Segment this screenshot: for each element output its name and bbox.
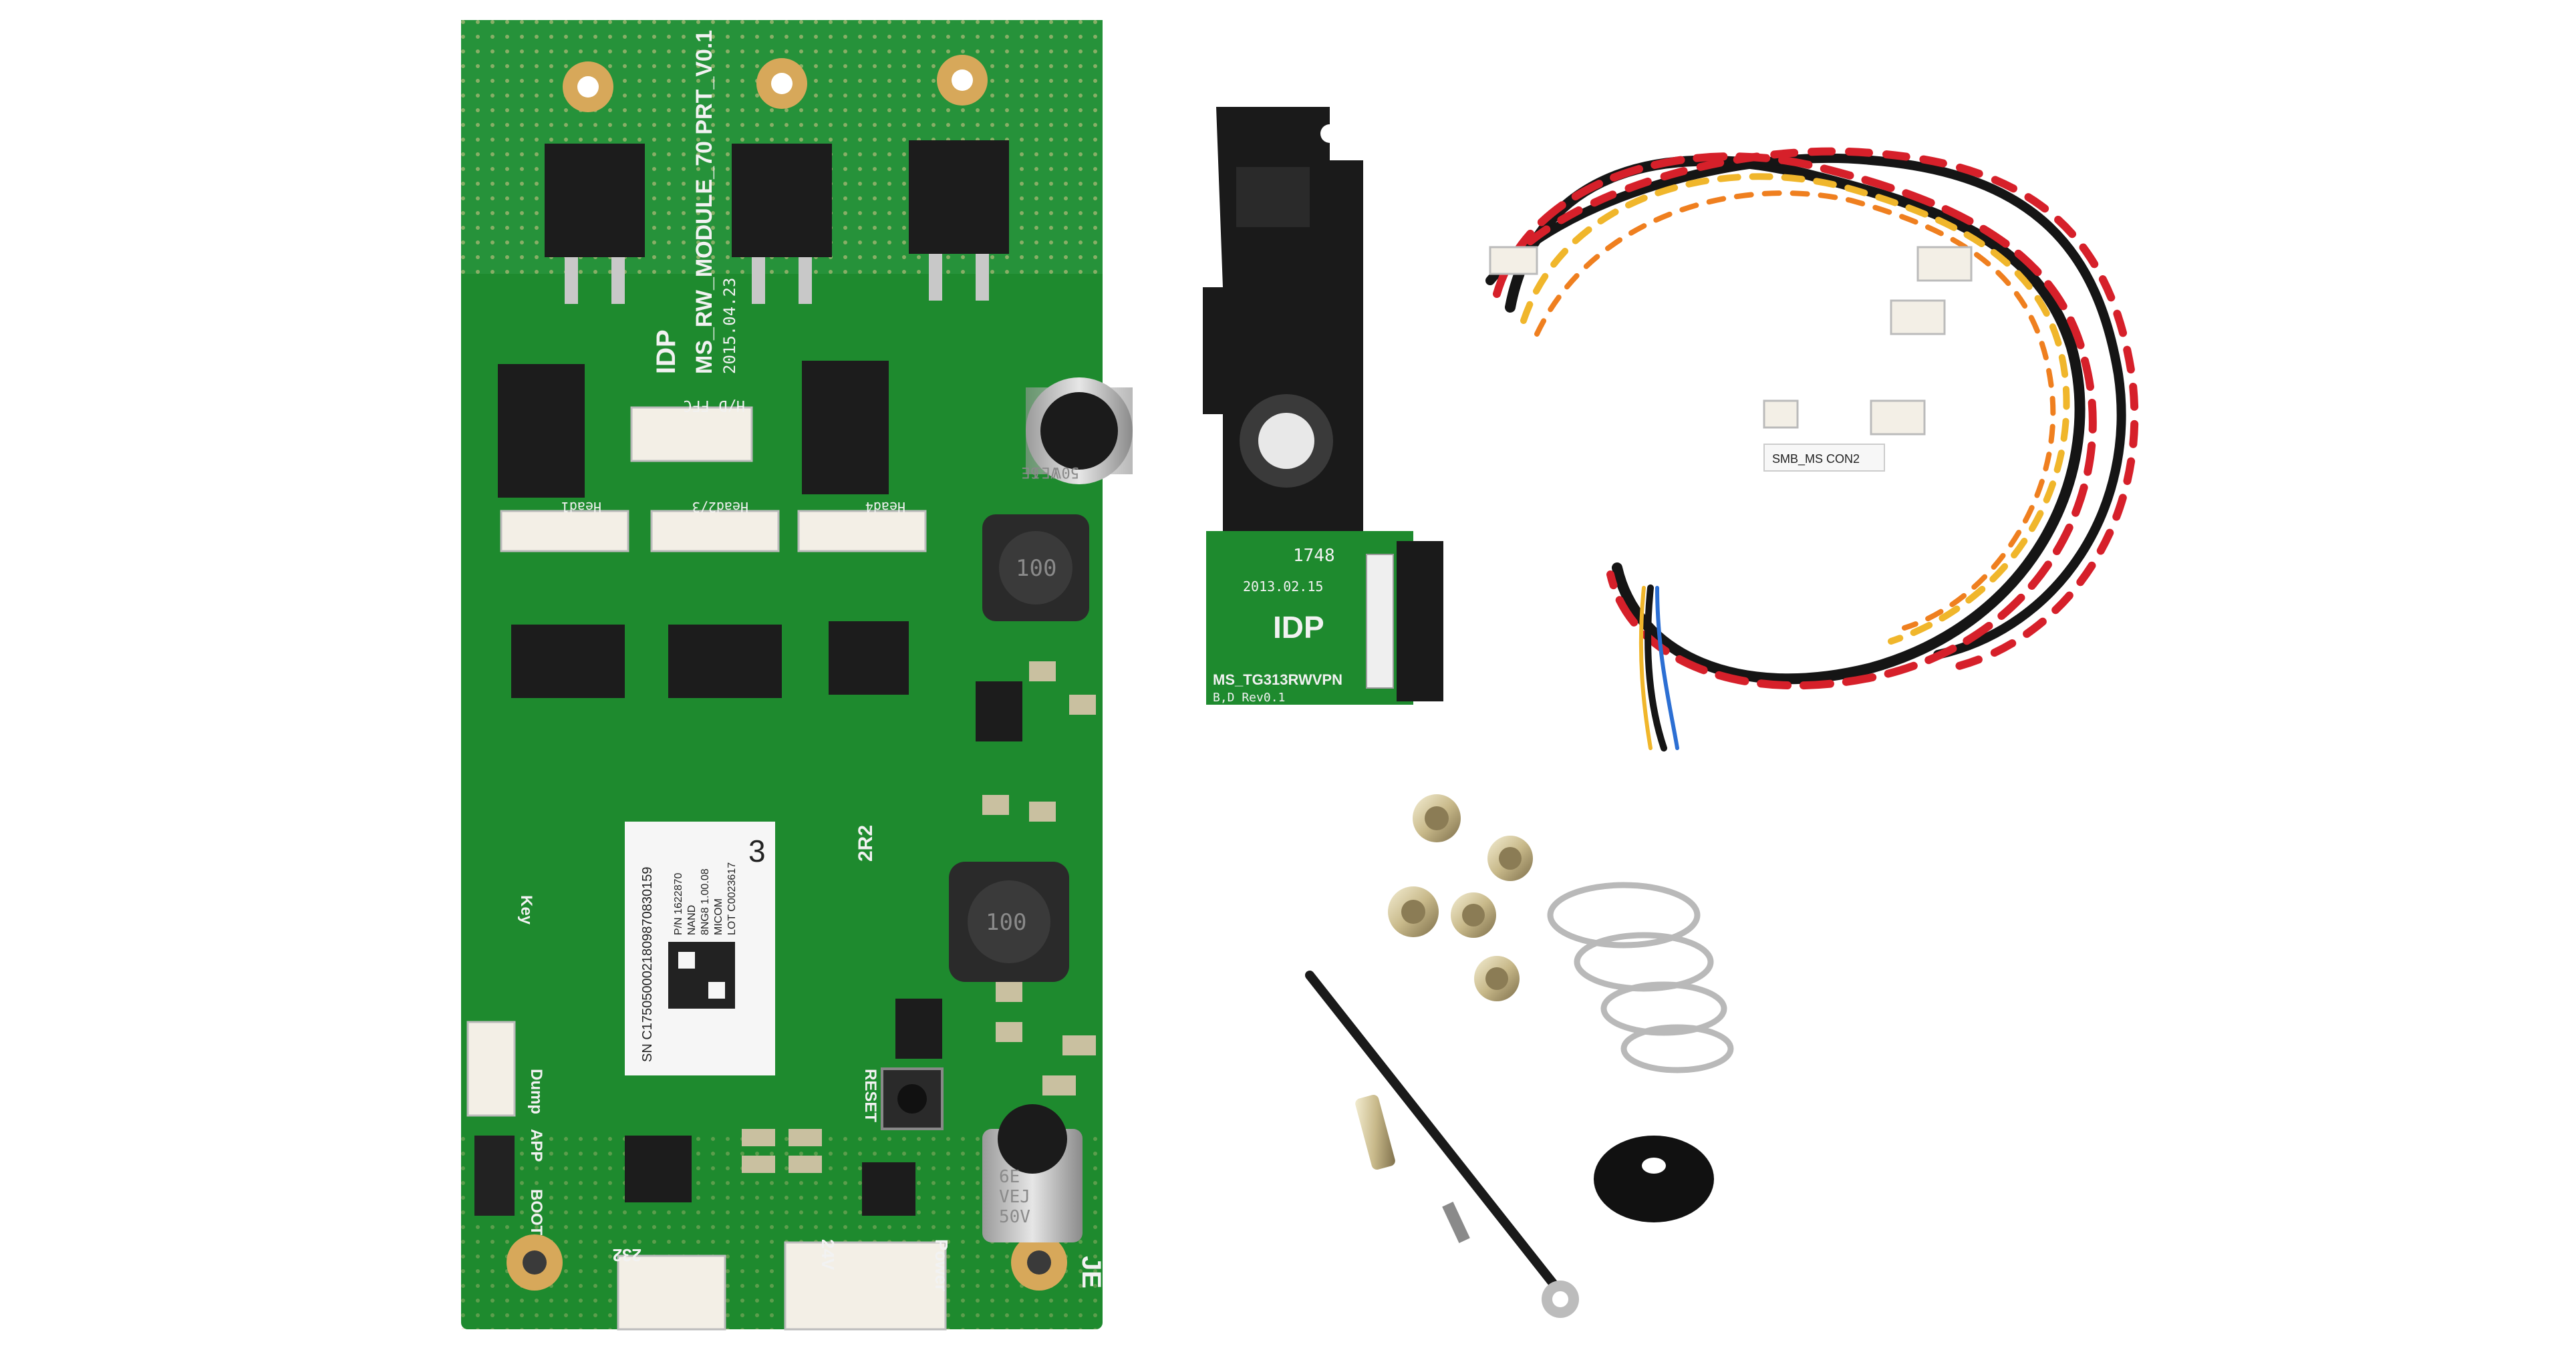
- rod-icon: [1305, 971, 1579, 1318]
- label-power: Power: [932, 1239, 952, 1291]
- washer-icon: [1594, 1136, 1714, 1222]
- inductor-value-3: 2R2: [855, 825, 877, 862]
- ffc-label: H/D FFC: [683, 397, 745, 413]
- harness-connectors: [1489, 246, 1973, 436]
- spring-icon: [1547, 882, 1734, 1073]
- screws: [1355, 794, 1533, 1243]
- long-screw-icon: [1355, 1095, 1395, 1170]
- label-app: APP: [527, 1129, 545, 1162]
- screw-icon: [1388, 886, 1439, 937]
- capacitor-top-text-2: VEJ: [1032, 464, 1059, 480]
- ffc-connector: [630, 406, 753, 462]
- small-ics: [511, 621, 1022, 1216]
- head-label-3: Head4: [865, 499, 905, 515]
- head-label-1: Head1: [561, 499, 601, 515]
- board-model-text: MS_RW_MODULE_70 PRT_V0.1: [692, 30, 717, 374]
- serial-sticker: [625, 822, 775, 1075]
- pin-icon: [1442, 1202, 1470, 1243]
- sticker-sn: SN C1750500021809870830159: [640, 867, 655, 1063]
- main-board: MS_RW_MODULE_70 PRT_V0.1 2015.04.23 IDP …: [461, 20, 1133, 1331]
- sensor-brand-text: IDP: [1273, 610, 1324, 645]
- label-key: Key: [517, 895, 535, 925]
- inductor-value-1: 100: [1016, 555, 1056, 582]
- sticker-handwritten: 3: [748, 834, 766, 868]
- sensor-rev-text: B,D Rev0.1: [1213, 691, 1285, 705]
- smd-components: [742, 661, 1096, 1173]
- screw-icon: [1474, 956, 1520, 1001]
- sensor-id-text: 1748: [1293, 546, 1335, 566]
- mounting-holes: [507, 55, 1067, 1291]
- screw-icon: [1487, 836, 1533, 881]
- sensor-model-text: MS_TG313RWVPN: [1213, 671, 1342, 688]
- side-connectors: [466, 1021, 947, 1331]
- capacitor-bottom-text-2: VEJ: [999, 1187, 1030, 1207]
- capacitor-top-text-1: 6E: [1022, 464, 1040, 480]
- sensor-date-text: 2013.02.15: [1243, 578, 1323, 595]
- sticker-line-4: MICOM: [713, 898, 724, 935]
- wire-harness: [1485, 147, 2139, 751]
- cable-tag-text: SMB_MS CON2: [1772, 452, 1860, 466]
- head-connectors: [500, 510, 927, 552]
- capacitor-top: [1026, 377, 1133, 484]
- sticker-line-2: NAND: [686, 905, 698, 935]
- sticker-line-5: LOT C0023617: [726, 862, 738, 935]
- sensor-module: 1748 2013.02.15 IDP MS_TG313RWVPN B,D Re…: [1203, 107, 1443, 705]
- power-transistors: [545, 140, 1009, 304]
- screw-icon: [1451, 892, 1496, 938]
- capacitor-top-text-3: 50V: [1052, 464, 1079, 480]
- capacitor-bottom-text-3: 50V: [999, 1207, 1030, 1227]
- board-brand-text: IDP: [652, 329, 681, 374]
- label-dump: Dump: [527, 1069, 545, 1114]
- label-24v: 24V: [818, 1239, 838, 1271]
- label-reset: RESET: [861, 1069, 879, 1122]
- capacitor-bottom-text-1: 6E: [999, 1167, 1020, 1187]
- label-232: 232: [613, 1245, 641, 1265]
- screw-icon: [1413, 794, 1461, 842]
- sensor-ffc-connector: [1397, 541, 1443, 701]
- board-date-text: 2015.04.23: [720, 278, 739, 375]
- corner-mark: JE: [1077, 1256, 1106, 1289]
- sticker-line-1: P/N 1622870: [673, 872, 684, 935]
- cable-tag: [1763, 444, 1885, 472]
- head-label-2: Head2/3: [692, 499, 748, 515]
- inductor-value-2: 100: [986, 909, 1026, 936]
- driver-ics: [498, 361, 889, 498]
- label-boot: BOOT: [527, 1189, 545, 1236]
- inductors: [949, 514, 1089, 982]
- capacitor-bottom: [982, 1104, 1083, 1242]
- sticker-line-3: 8NG8 1.00.08: [700, 868, 711, 935]
